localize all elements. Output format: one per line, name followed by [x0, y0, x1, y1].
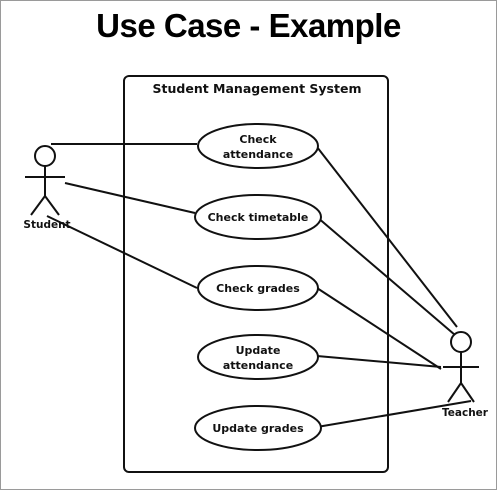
actor-left-leg: [30, 195, 46, 216]
use-case-check-attendance: Check attendance: [197, 123, 319, 169]
use-case-update-attendance: Update attendance: [197, 334, 319, 380]
use-case-label: attendance: [223, 359, 293, 372]
actor-student-label: Student: [23, 219, 70, 231]
actor-right-leg: [44, 195, 60, 216]
actor-right-leg: [460, 382, 475, 403]
use-case-ellipse: [194, 194, 322, 240]
use-case-check-timetable: Check timetable: [194, 194, 322, 240]
use-case-ellipse: [197, 265, 319, 311]
actor-student: [25, 145, 65, 216]
system-boundary: [123, 75, 389, 473]
system-label: Student Management System: [153, 81, 362, 96]
use-case-ellipse: [194, 405, 322, 451]
actor-teacher: [443, 331, 479, 403]
actor-left-leg: [447, 382, 462, 403]
use-case-label: attendance: [223, 148, 293, 161]
actor-head: [34, 145, 56, 167]
assoc-student-check-grades: [46, 215, 198, 289]
use-case-ellipse: [197, 123, 319, 169]
assoc-teacher-update-grades: [316, 400, 472, 428]
use-case-label: Update: [236, 344, 281, 357]
assoc-teacher-check-timetable: [316, 216, 456, 336]
use-case-label: Update grades: [212, 422, 304, 435]
page-title: Use Case - Example: [96, 7, 401, 44]
use-case-ellipse: [197, 334, 319, 380]
use-case-label: Check grades: [216, 282, 300, 295]
use-case-check-grades: Check grades: [197, 265, 319, 311]
assoc-teacher-update-attendance: [316, 355, 442, 368]
assoc-teacher-check-grades: [316, 287, 442, 370]
assoc-student-check-timetable: [64, 182, 196, 214]
actor-head: [450, 331, 472, 353]
use-case-update-grades: Update grades: [194, 405, 322, 451]
use-case-label: Check timetable: [208, 211, 309, 224]
use-case-label: Check: [239, 133, 277, 146]
actor-teacher-label: Teacher: [442, 407, 489, 419]
